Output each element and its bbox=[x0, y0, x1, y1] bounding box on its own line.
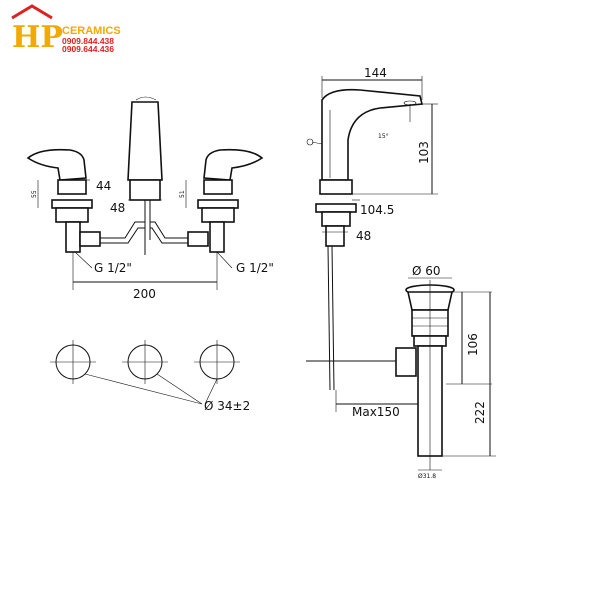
right-nut bbox=[197, 199, 239, 209]
holes-view: Ø 34±2 bbox=[50, 340, 250, 413]
left-nut bbox=[51, 199, 93, 209]
spout-body bbox=[127, 101, 163, 181]
leader-right bbox=[204, 378, 218, 405]
dim-pipe: Ø31.8 bbox=[418, 473, 436, 480]
drain-view: Ø 60 106 222 Ø31.8 bbox=[395, 264, 496, 480]
right-hose-2 bbox=[150, 227, 188, 244]
dim-base: 48 bbox=[356, 229, 371, 243]
left-handle bbox=[26, 148, 87, 181]
side-base bbox=[319, 179, 353, 195]
right-pipe bbox=[209, 221, 225, 253]
leader-center bbox=[156, 373, 203, 405]
dim-drain-total: 222 bbox=[473, 401, 487, 424]
left-connector bbox=[79, 231, 101, 247]
logo-phone-1: 0909.844.438 bbox=[62, 36, 114, 46]
lift-rod bbox=[327, 245, 331, 391]
thread-right-label: G 1/2" bbox=[236, 261, 274, 275]
right-handle bbox=[203, 148, 264, 181]
dim-body-height: 104.5 bbox=[360, 203, 394, 217]
spout-top bbox=[135, 96, 157, 101]
brand-logo: HP CERAMICS 0909.844.438 0909.644.436 bbox=[11, 4, 121, 55]
dim-48: 48 bbox=[110, 201, 125, 215]
dim-holes: Ø 34±2 bbox=[204, 399, 250, 413]
dim-rod: Max150 bbox=[352, 405, 400, 419]
thread-left-label: G 1/2" bbox=[94, 261, 132, 275]
logo-letters: HP bbox=[12, 20, 63, 55]
dim-drain-top: 106 bbox=[466, 333, 480, 356]
dim-44: 44 bbox=[96, 179, 111, 193]
side-view: 15° 144 103 104.5 48 Max150 bbox=[306, 66, 438, 419]
dim-small-right: 51 bbox=[179, 190, 186, 198]
dim-angle: 15° bbox=[378, 133, 389, 140]
dim-small-left: 55 bbox=[31, 190, 38, 198]
roof-icon bbox=[11, 4, 53, 20]
left-hose-2 bbox=[100, 227, 145, 244]
side-nut bbox=[315, 203, 357, 213]
lift-rod-2 bbox=[331, 245, 335, 391]
side-valve bbox=[321, 211, 351, 227]
front-view: 55 51 44 48 G 1/2" G 1/2" 200 bbox=[26, 96, 274, 301]
right-valve bbox=[201, 207, 235, 223]
logo-brand: CERAMICS bbox=[62, 25, 121, 37]
spout-profile bbox=[321, 88, 424, 181]
right-hose bbox=[150, 221, 188, 239]
spout-base bbox=[129, 179, 161, 201]
left-pipe bbox=[65, 221, 81, 253]
right-handle-base bbox=[203, 179, 233, 195]
thread-right-leader bbox=[216, 251, 233, 269]
left-hose bbox=[100, 221, 145, 239]
dim-drain-diameter: Ø 60 bbox=[412, 264, 441, 278]
dim-reach: 144 bbox=[364, 66, 387, 80]
right-connector bbox=[187, 231, 209, 247]
lever-rod bbox=[311, 141, 323, 145]
side-tail bbox=[325, 225, 345, 247]
leader-left bbox=[84, 373, 203, 405]
logo-phone-2: 0909.644.436 bbox=[62, 44, 114, 54]
thread-left-leader bbox=[74, 251, 93, 269]
drain-side-connector bbox=[395, 347, 417, 377]
left-valve bbox=[55, 207, 89, 223]
dim-200: 200 bbox=[133, 287, 156, 301]
dim-spout-height: 103 bbox=[417, 141, 431, 164]
left-handle-base bbox=[57, 179, 87, 195]
